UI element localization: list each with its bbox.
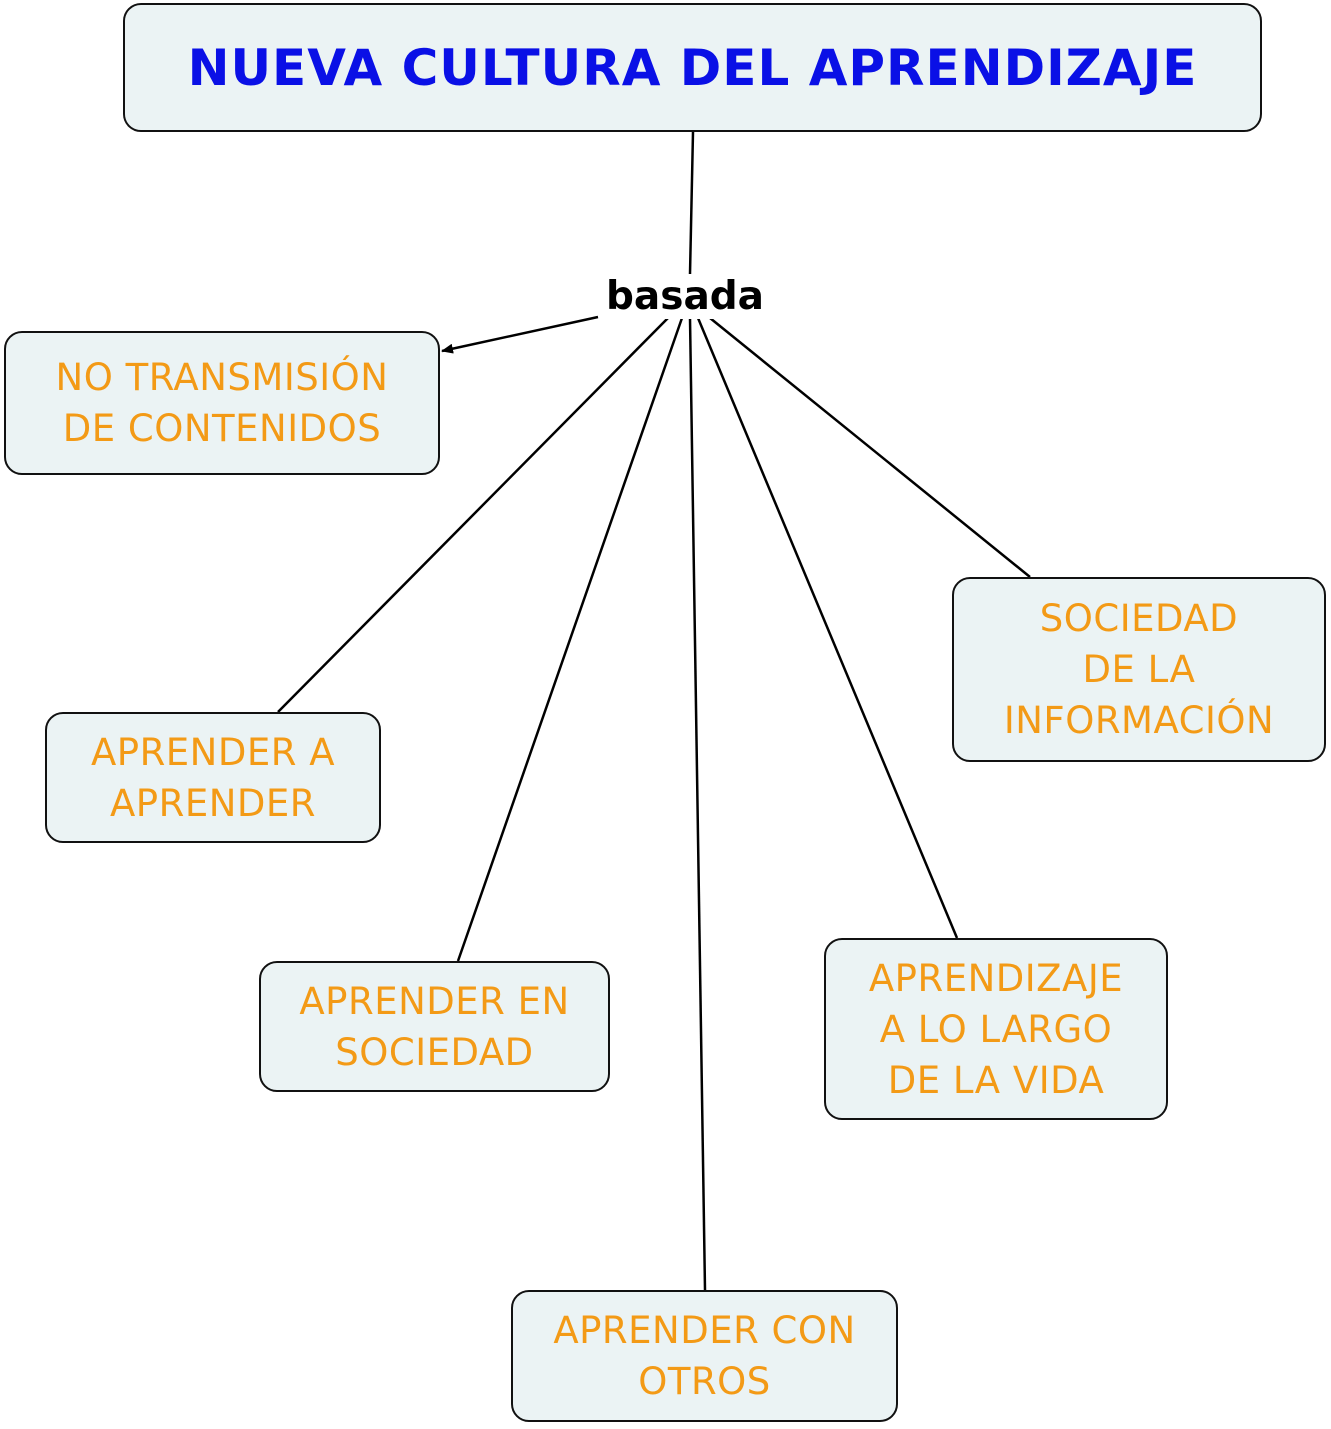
concept-node-aprendizaje-vida: APRENDIZAJE A LO LARGO DE LA VIDA — [824, 938, 1168, 1120]
link-basada-to-aprender-en-sociedad — [456, 317, 684, 962]
link-basada-to-aprendizaje-vida — [696, 317, 959, 939]
concept-label: NO TRANSMISIÓN DE CONTENIDOS — [55, 356, 389, 450]
link-basada-to-sociedad-informacion — [709, 317, 1031, 578]
concept-label: APRENDER CON OTROS — [553, 1309, 856, 1403]
concept-node-aprender-en-sociedad: APRENDER EN SOCIEDAD — [259, 961, 610, 1092]
root-concept-title: NUEVA CULTURA DEL APRENDIZAJE — [187, 38, 1198, 97]
concept-node-aprender-con-otros: APRENDER CON OTROS — [511, 1290, 898, 1422]
concept-node-sociedad-informacion: SOCIEDAD DE LA INFORMACIÓN — [952, 577, 1326, 762]
concept-label: APRENDER A APRENDER — [90, 730, 336, 825]
concept-node-no-transmision: NO TRANSMISIÓN DE CONTENIDOS — [4, 331, 440, 475]
root-concept-node: NUEVA CULTURA DEL APRENDIZAJE — [123, 3, 1262, 132]
link-root-to-basada — [688, 131, 695, 275]
concept-label: APRENDIZAJE A LO LARGO DE LA VIDA — [868, 956, 1124, 1102]
concept-node-aprender-a-aprender: APRENDER A APRENDER — [45, 712, 381, 843]
concept-label: SOCIEDAD DE LA INFORMACIÓN — [1003, 597, 1275, 742]
link-basada-to-aprender-a-aprender — [277, 317, 669, 713]
linking-phrase-basada: basada — [604, 274, 766, 319]
concept-label: APRENDER EN SOCIEDAD — [299, 979, 570, 1074]
link-basada-to-no-transmision — [441, 315, 599, 354]
link-basada-to-aprender-con-otros — [688, 317, 707, 1291]
